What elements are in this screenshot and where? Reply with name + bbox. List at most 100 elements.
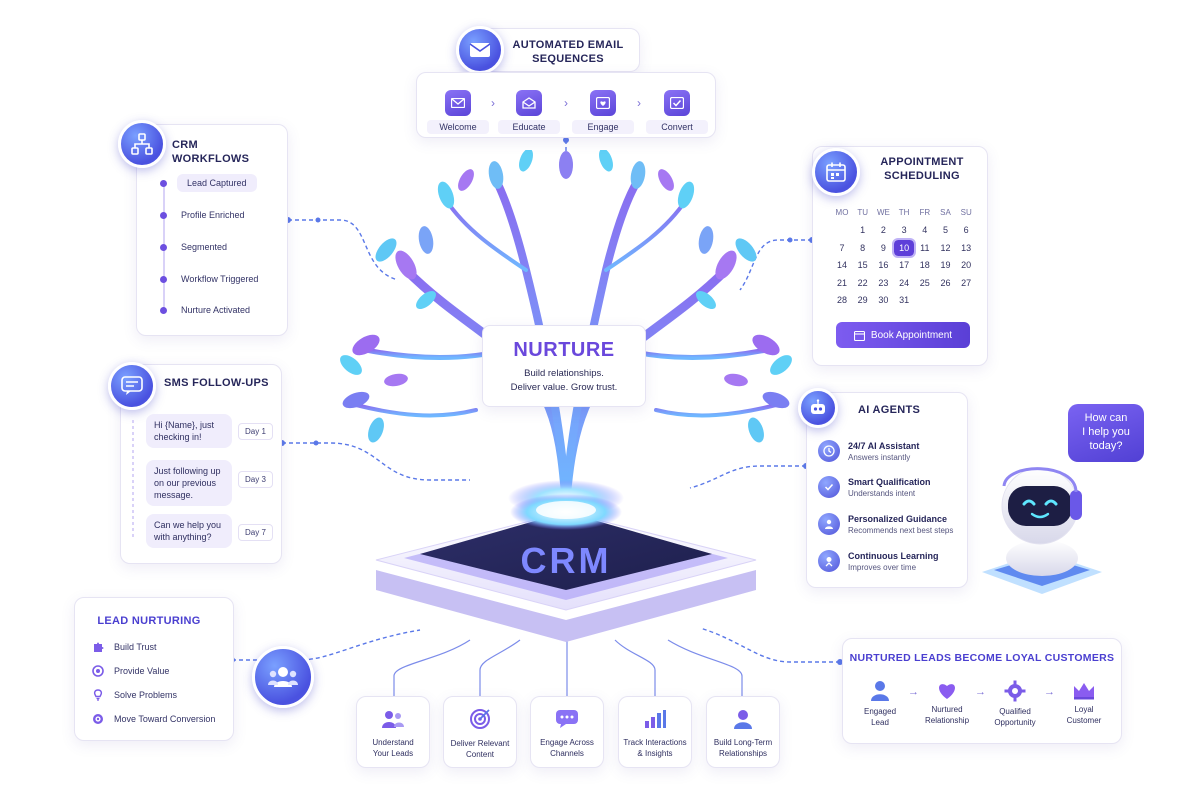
calendar-day[interactable]: 19 [940, 260, 951, 271]
calendar-day[interactable]: 1 [860, 225, 866, 235]
workflow-step[interactable]: Lead Captured [160, 174, 257, 192]
calendar-day[interactable]: 11 [920, 242, 930, 253]
email-step-educate[interactable]: Educate [498, 90, 560, 134]
ai-feature-desc: Understands intent [848, 488, 916, 498]
calendar-day[interactable]: 20 [961, 260, 972, 271]
lead-item: Solve Problems [92, 689, 177, 701]
envelope-icon [445, 90, 471, 116]
journey-label: Customer [1066, 716, 1102, 725]
feature-label: Understand [372, 738, 414, 747]
arrow-right-icon: → [908, 686, 919, 698]
calendar-day[interactable]: 31 [899, 295, 910, 306]
calendar-day[interactable]: 25 [919, 277, 930, 288]
book-appointment-button[interactable]: Book Appointment [836, 322, 970, 348]
calendar-icon [826, 162, 846, 182]
lead-item-label: Build Trust [114, 642, 157, 652]
calendar-day[interactable]: 18 [919, 260, 930, 271]
calendar-day[interactable]: 3 [901, 225, 907, 235]
calendar-day[interactable]: 2 [880, 225, 886, 235]
bar-chart-icon [645, 710, 666, 728]
calendar-day[interactable]: 8 [860, 242, 866, 253]
sms-message: Can we help you with anything? [146, 514, 232, 548]
calendar-weekday: WE [876, 208, 890, 217]
user-icon [871, 681, 889, 701]
calendar-day[interactable]: 30 [878, 295, 889, 306]
workflows-badge [118, 120, 166, 168]
calendar-day[interactable]: 4 [922, 225, 928, 235]
calendar-weekday: FR [919, 208, 931, 217]
workflows-card [136, 124, 288, 336]
lead-nurturing-badge [252, 646, 314, 708]
calendar-weekday: TH [898, 208, 910, 217]
calendar-weekday: TU [857, 208, 869, 217]
workflow-step[interactable]: Profile Enriched [160, 210, 245, 220]
calendar-day[interactable]: 12 [940, 242, 951, 253]
learning-icon [818, 550, 840, 572]
crm-platform [375, 494, 757, 642]
workflow-step[interactable]: Workflow Triggered [160, 274, 258, 284]
workflow-step[interactable]: Segmented [160, 242, 227, 252]
ai-feature-title: Continuous Learning [848, 550, 939, 561]
clock-icon [818, 440, 840, 462]
calendar-day[interactable]: 22 [857, 277, 868, 288]
calendar-day[interactable]: 7 [839, 242, 845, 253]
feature-track-insights: Track Interactions& Insights [618, 696, 692, 768]
calendar-weekday: MO [835, 208, 849, 217]
speech-line: I help you [1082, 426, 1130, 438]
heart-icon [939, 684, 955, 699]
lightbulb-icon [93, 689, 103, 701]
email-step-engage[interactable]: Engage [572, 90, 634, 134]
mail-heart-icon [590, 90, 616, 116]
calendar-day[interactable]: 26 [940, 277, 951, 288]
lead-nurturing-title: LEAD NURTURING [97, 615, 201, 627]
calendar-day[interactable]: 9 [880, 242, 886, 253]
calendar-day[interactable]: 15 [857, 260, 868, 271]
workflow-icon [131, 133, 153, 155]
feature-label: Your Leads [372, 749, 414, 758]
calendar-day[interactable]: 24 [899, 277, 910, 288]
sms-day-badge: Day 7 [238, 524, 273, 541]
calendar-day[interactable]: 27 [961, 277, 972, 288]
calendar-day[interactable]: 28 [836, 295, 847, 306]
sms-message: Hi {Name}, just checking in! [146, 414, 232, 448]
calendar-day-selected[interactable]: 10 [892, 237, 917, 258]
calendar-day[interactable]: 29 [857, 295, 868, 306]
nurture-card: NURTURE Build relationships. Deliver val… [482, 325, 646, 407]
timeline-dot [160, 211, 167, 219]
lead-item: Provide Value [92, 665, 169, 677]
lead-item-label: Solve Problems [114, 690, 178, 700]
calendar-day[interactable]: 13 [961, 242, 972, 253]
email-step-welcome[interactable]: Welcome [427, 90, 489, 134]
workflow-step[interactable]: Nurture Activated [160, 305, 250, 315]
user-icon [734, 710, 752, 729]
calendar-day[interactable]: 5 [942, 225, 948, 235]
calendar-weekday: SA [940, 208, 951, 217]
journey-label: Nurtured [931, 705, 963, 714]
calendar-day[interactable]: 17 [899, 260, 910, 271]
calendar-day[interactable]: 21 [836, 277, 847, 288]
calendar-day[interactable]: 14 [836, 260, 847, 271]
email-title: AUTOMATED EMAIL SEQUENCES [512, 39, 624, 65]
lead-item-label: Provide Value [114, 666, 170, 676]
mail-open-icon [516, 90, 542, 116]
target-icon [470, 709, 490, 729]
check-badge-icon [818, 476, 840, 498]
calendar-day[interactable]: 16 [878, 260, 889, 271]
journey-label: Lead [871, 718, 889, 727]
email-step-label: Engage [572, 120, 634, 134]
lead-item: Build Trust [92, 641, 157, 653]
email-step-label: Educate [498, 120, 560, 134]
email-step-convert[interactable]: Convert [646, 90, 708, 134]
calendar-day[interactable]: 23 [878, 277, 889, 288]
workflow-step-label: Segmented [181, 242, 228, 252]
speech-line: How can [1084, 412, 1128, 424]
envelope-icon [469, 43, 491, 57]
calendar-day[interactable]: 6 [963, 225, 969, 235]
journey-label: Engaged [863, 707, 897, 716]
